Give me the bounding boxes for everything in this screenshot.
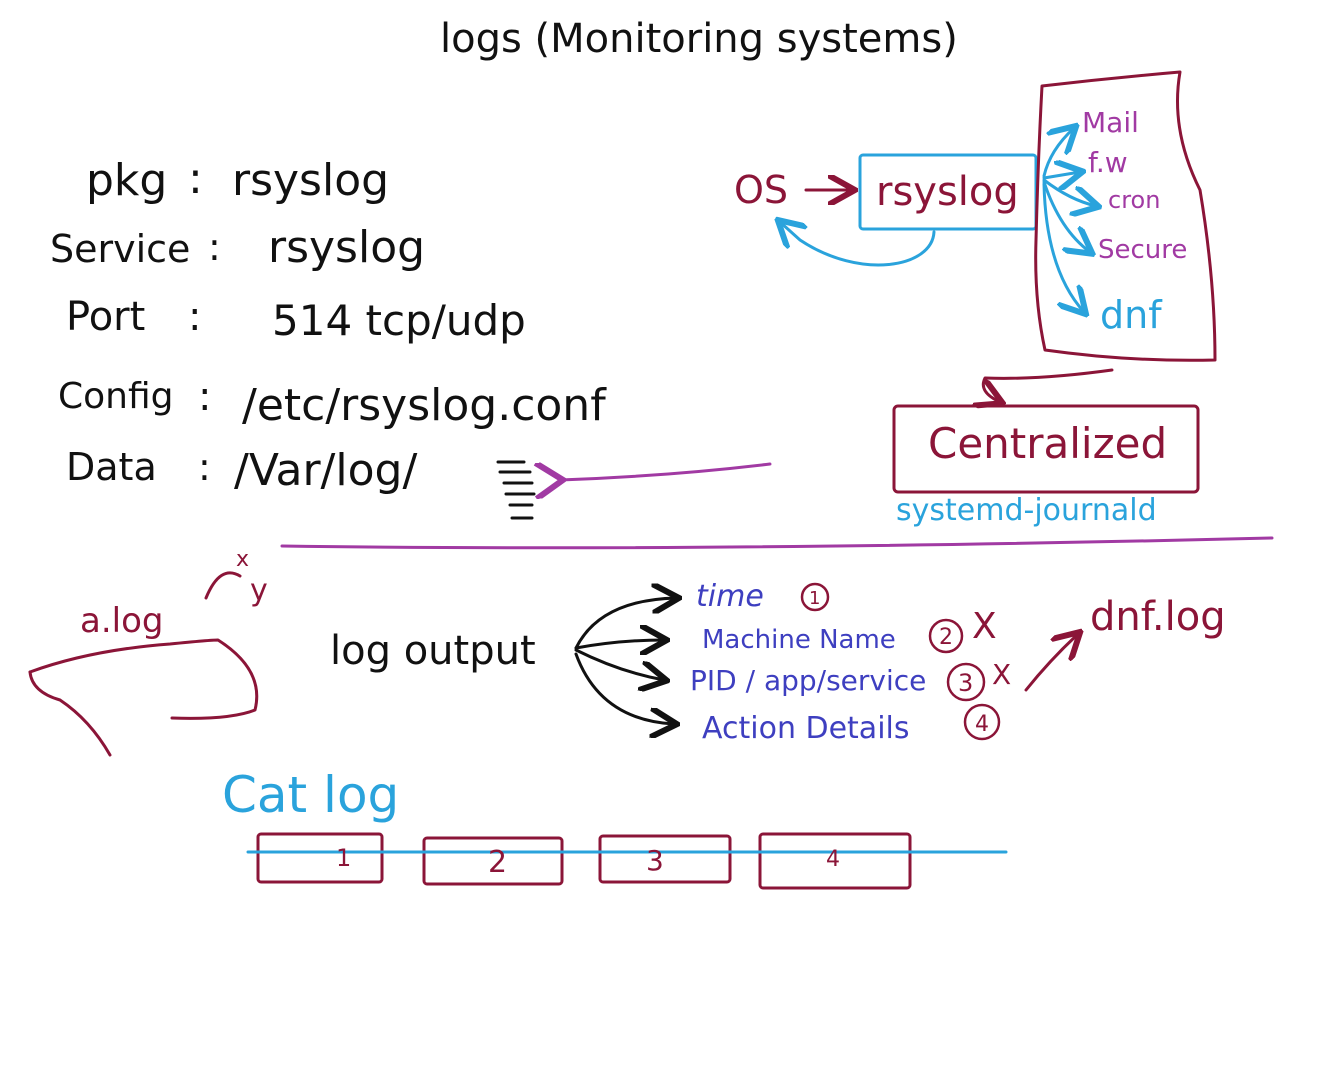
arrow-to-cron — [1042, 178, 1096, 206]
cat-box-4 — [758, 832, 912, 890]
fact-sep-port: : — [188, 294, 201, 340]
mark-x: x — [236, 547, 249, 572]
fact-sep-service: : — [208, 225, 221, 269]
rsyslog-box-label: rsyslog — [876, 169, 1019, 215]
fact-key-data: Data — [66, 445, 157, 489]
cat-box-1-label: 1 — [336, 844, 351, 872]
a-log-tail — [28, 670, 112, 757]
arrow-to-action — [574, 652, 674, 724]
fact-value-port: 514 tcp/udp — [272, 296, 526, 345]
cat-box-1 — [256, 832, 384, 884]
field-machine-name-num-circle — [928, 618, 964, 654]
os-label: OS — [734, 168, 788, 212]
fact-value-service: rsyslog — [268, 222, 425, 273]
arrow-to-mail — [1042, 128, 1074, 178]
log-files-container — [1034, 70, 1217, 362]
rsyslog-flow: OS rsyslog Mail f.w cron Secure dnf Cent… — [734, 70, 1217, 528]
log-files-icon — [496, 460, 536, 520]
arrow-to-secure — [1042, 180, 1090, 252]
field-time: time — [696, 579, 764, 614]
fact-list: pkg : rsyslog Service : rsyslog Port : 5… — [50, 153, 772, 520]
field-time-num: 1 — [809, 588, 820, 609]
related-file: dnf.log — [1090, 594, 1226, 640]
section-divider — [280, 536, 1274, 550]
target-cron: cron — [1108, 186, 1160, 214]
arrow-to-dnf — [1042, 182, 1084, 312]
target-secure: Secure — [1098, 235, 1187, 265]
arrow-to-pid — [574, 648, 664, 680]
field-pid: PID / app/service — [690, 664, 926, 697]
arrow-to-time — [574, 598, 676, 650]
field-machine-name-mark: X — [972, 606, 997, 647]
field-pid-num: 3 — [958, 669, 973, 697]
fact-key-pkg: pkg — [86, 155, 167, 206]
log-output: log output time 1 Machine Name 2 X PID /… — [330, 579, 1226, 746]
feedback-arrow — [780, 222, 936, 267]
fact-sep-data: : — [198, 445, 211, 489]
cat-box-3 — [598, 834, 732, 884]
fact-sep-pkg: : — [188, 153, 203, 204]
fact-value-config: /etc/rsyslog.conf — [242, 380, 607, 431]
to-centralized-arrow — [983, 368, 1114, 402]
centralized-box — [892, 404, 1200, 494]
cat-log: Cat log 1 2 3 4 — [222, 766, 1008, 890]
log-output-label: log output — [330, 628, 536, 674]
target-dnf: dnf — [1100, 293, 1163, 337]
field-pid-mark: X — [992, 658, 1011, 691]
a-log-label: a.log — [80, 601, 163, 641]
fact-value-pkg: rsyslog — [232, 155, 389, 206]
cat-box-3-label: 3 — [646, 844, 664, 877]
field-action-num-circle — [963, 703, 1001, 741]
arrow-to-fw — [1042, 172, 1080, 178]
field-pid-num-circle — [946, 662, 986, 702]
page-title: logs (Monitoring systems) — [440, 16, 958, 62]
cat-command: Cat log — [222, 766, 399, 824]
cat-box-4-label: 4 — [826, 847, 840, 872]
centralized-note: systemd-journald — [896, 493, 1157, 528]
field-machine-name: Machine Name — [702, 625, 896, 655]
pointer-arrow — [560, 464, 772, 480]
cat-box-2-label: 2 — [488, 845, 507, 880]
pid-to-dnf-log-arrow — [1024, 634, 1078, 692]
a-log-curve — [28, 638, 259, 720]
field-action-num: 4 — [975, 712, 989, 737]
field-time-num-circle — [800, 582, 830, 612]
a-log-dash — [204, 571, 242, 600]
mark-y: y — [250, 573, 268, 608]
a-log-sketch: a.log x y — [28, 547, 268, 757]
centralized-label: Centralized — [928, 419, 1167, 468]
arrow-to-machine-name — [574, 640, 664, 648]
cat-box-2 — [422, 836, 564, 886]
fact-key-config: Config — [58, 376, 174, 417]
fact-key-service: Service — [50, 227, 190, 271]
field-machine-name-num: 2 — [939, 625, 953, 650]
target-mail: Mail — [1082, 106, 1139, 139]
fact-key-port: Port — [66, 294, 145, 340]
fact-value-data: /Var/log/ — [234, 445, 417, 496]
fact-sep-config: : — [198, 374, 211, 420]
target-fw: f.w — [1088, 146, 1128, 179]
field-action-details: Action Details — [702, 711, 910, 746]
